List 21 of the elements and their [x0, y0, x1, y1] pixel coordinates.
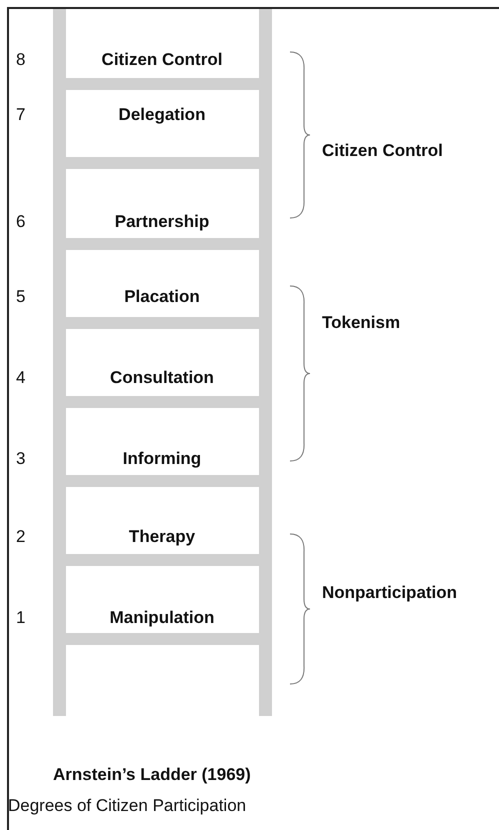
level-number: 5 — [16, 287, 26, 307]
level-number: 3 — [16, 449, 26, 469]
title: Arnstein’s Ladder (1969) — [53, 765, 251, 785]
rung-label: Citizen Control — [102, 50, 222, 70]
level-number: 1 — [16, 608, 26, 628]
level-number: 2 — [16, 527, 26, 547]
rung-label: Partnership — [114, 212, 210, 232]
caption: Degrees of Citizen Participation — [8, 796, 246, 816]
rung-label: Informing — [122, 449, 202, 469]
rung-label: Therapy — [128, 527, 196, 547]
group-label: Tokenism — [322, 313, 400, 333]
level-number: 8 — [16, 50, 26, 70]
rung-label: Placation — [124, 287, 200, 307]
rung-label: Consultation — [110, 368, 214, 388]
rung-label: Delegation — [118, 105, 206, 125]
group-label: Nonparticipation — [322, 583, 458, 603]
level-number: 4 — [16, 368, 26, 388]
rung-label: Manipulation — [110, 608, 214, 628]
level-number: 6 — [16, 212, 26, 232]
group-label: Citizen Control — [322, 141, 443, 161]
level-number: 7 — [16, 105, 26, 125]
